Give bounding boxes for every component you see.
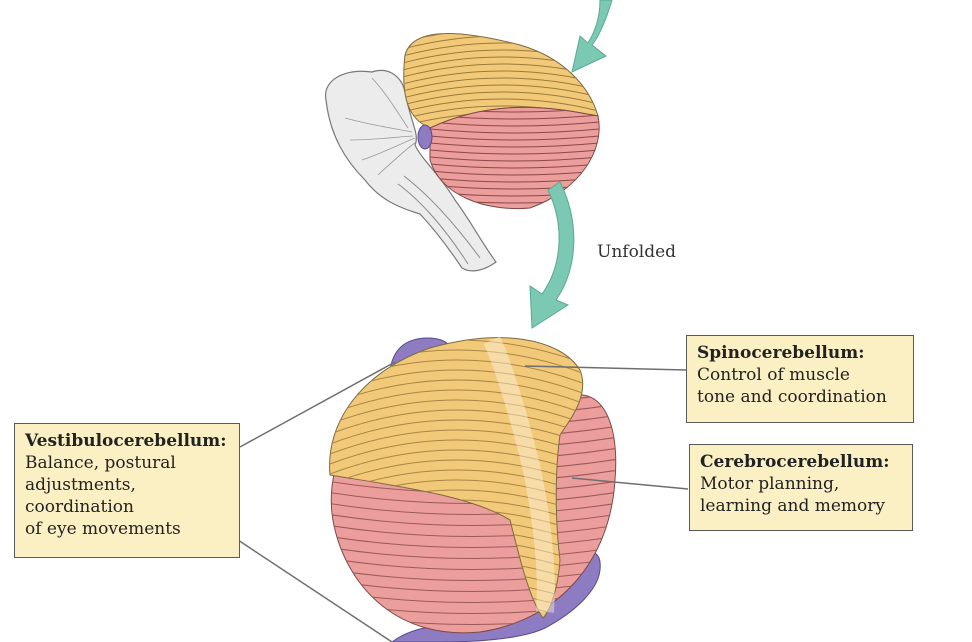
- folia-line: [403, 33, 598, 38]
- spinocerebellum-line-1: Control of muscle: [697, 365, 850, 385]
- vermis-highlight: [483, 336, 555, 613]
- cerebrocerebellum-line-1: Motor planning,: [700, 474, 840, 494]
- folia-line: [331, 512, 616, 526]
- spinocerebellum-callout: Spinocerebellum: Control of muscle tone …: [686, 335, 914, 423]
- folia-line: [329, 409, 583, 441]
- folia-line: [430, 134, 600, 141]
- arrow-top: [571, 0, 613, 73]
- cerebrocerebellum-callout: Cerebrocerebellum: Motor planning, learn…: [689, 444, 913, 531]
- folia-line: [395, 15, 610, 30]
- vestibulocerebellum-line-1: Balance, postural: [25, 453, 176, 473]
- folia-line: [329, 389, 583, 421]
- cerebrocerebellum-line-2: learning and memory: [700, 496, 886, 516]
- folia-line: [329, 337, 583, 341]
- spinocerebellum-line-2: tone and coordination: [697, 387, 887, 407]
- spinocerebellum-title: Spinocerebellum:: [697, 343, 865, 363]
- folia-line: [329, 399, 583, 431]
- top-flocculus: [417, 124, 433, 150]
- arrow-middle: [529, 181, 575, 329]
- folia-line: [403, 98, 598, 115]
- folia-line: [331, 545, 616, 559]
- leader-cerebro: [571, 477, 689, 490]
- vestibulocerebellum-line-4: of eye movements: [25, 519, 181, 539]
- folia-line: [430, 120, 600, 127]
- leader-vestibulo-top: [239, 361, 396, 448]
- folia-line: [403, 91, 598, 108]
- vestibulocerebellum-title: Vestibulocerebellum:: [25, 431, 227, 451]
- folia-line: [331, 523, 616, 537]
- cerebrocerebellum-title: Cerebrocerebellum:: [700, 452, 890, 472]
- folia-line: [331, 501, 616, 515]
- folia-line: [430, 127, 600, 134]
- vestibulocerebellum-line-3: coordination: [25, 497, 134, 517]
- brainstem-shape: [325, 69, 497, 272]
- folia-line: [430, 155, 600, 162]
- folia-line: [430, 148, 600, 155]
- folia-line: [331, 534, 616, 548]
- vestibulocerebellum-callout: Vestibulocerebellum: Balance, postural a…: [14, 423, 240, 558]
- folia-line: [331, 556, 616, 570]
- leader-vestibulo-bottom: [237, 539, 393, 642]
- folia-line: [403, 84, 598, 101]
- leader-spino: [524, 365, 687, 371]
- unfolded-label: Unfolded: [597, 242, 677, 262]
- vestibulocerebellum-line-2: adjustments,: [25, 475, 136, 495]
- folia-line: [430, 141, 600, 148]
